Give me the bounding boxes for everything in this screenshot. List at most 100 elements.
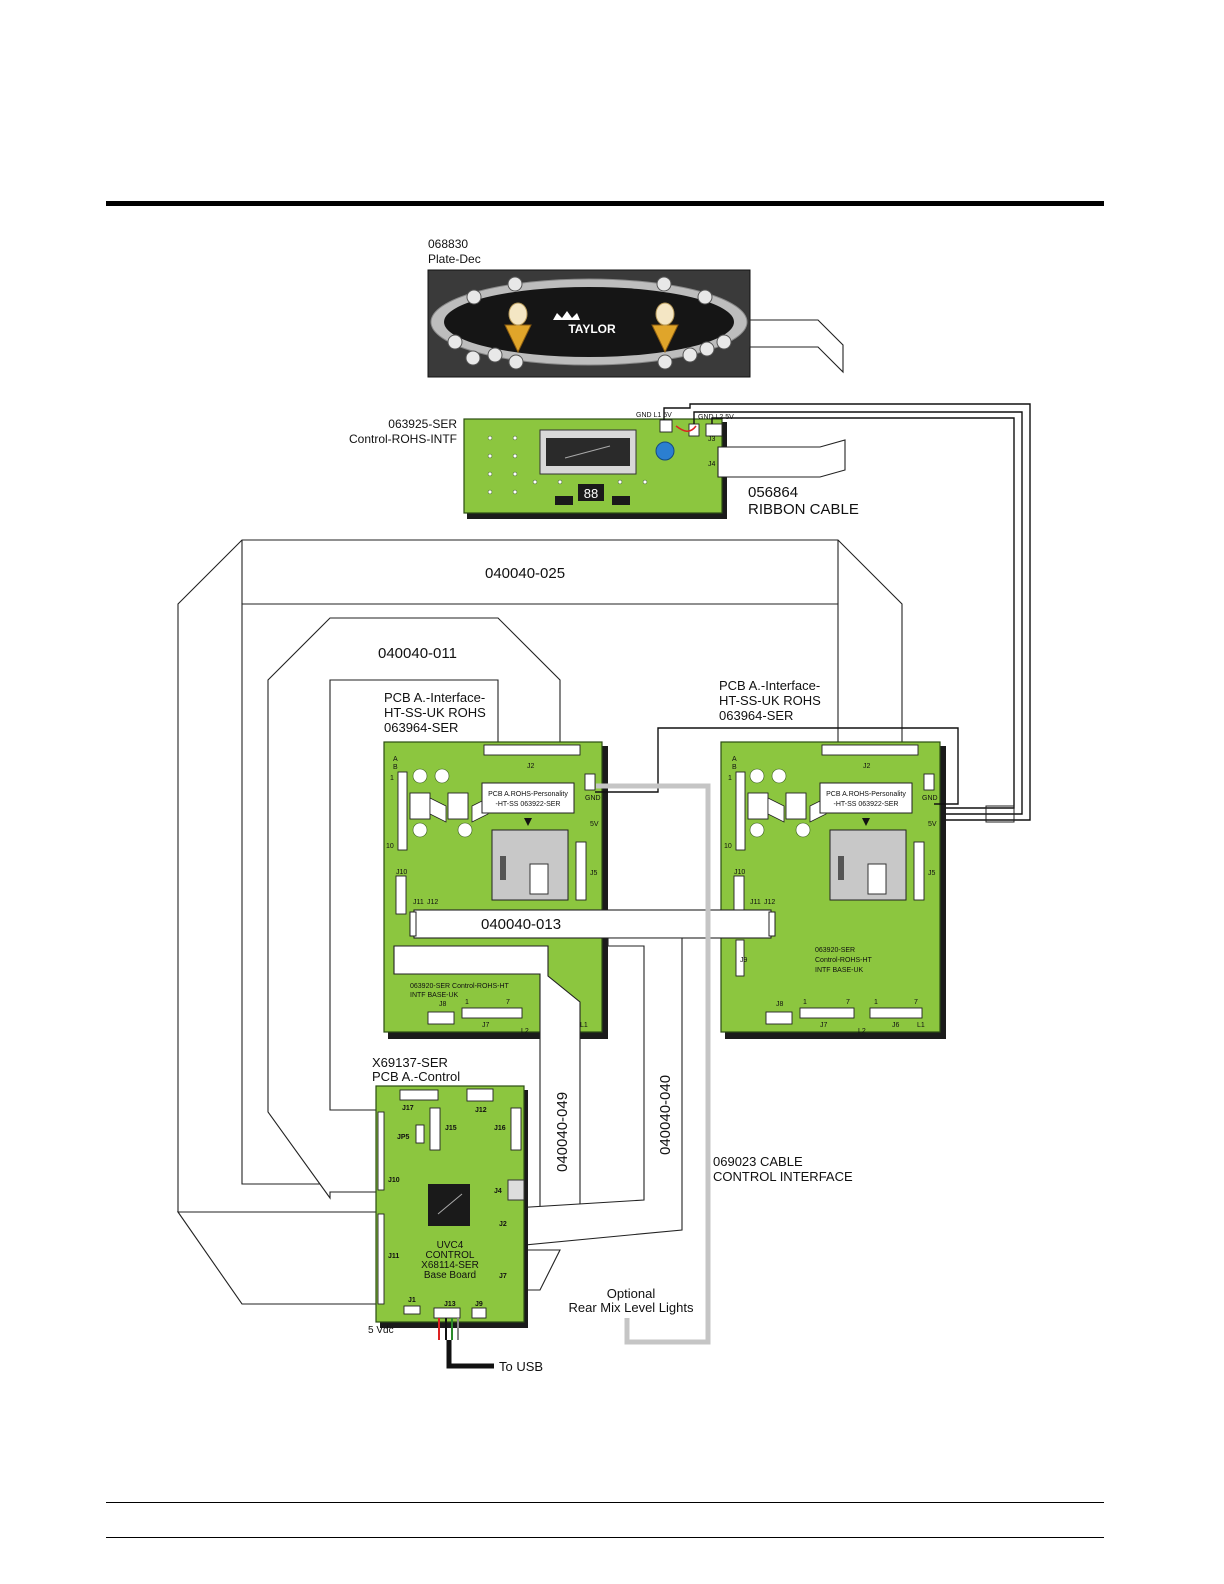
svg-text:J13: J13: [444, 1301, 456, 1308]
cable-011-label: 040040-011: [378, 645, 457, 662]
control-part-number: X69137-SER: [372, 1055, 448, 1070]
pcb-right-label-2: HT-SS-UK ROHS: [719, 693, 821, 708]
svg-text:J3: J3: [708, 436, 716, 443]
ribbon-name: RIBBON CABLE: [748, 501, 859, 518]
svg-text:J8: J8: [776, 1001, 784, 1008]
pcb-right-label-3: 063964-SER: [719, 708, 793, 723]
svg-text:J17: J17: [402, 1105, 414, 1112]
pcb-link-wire: [595, 727, 959, 805]
ribbon-cable-056864: [717, 439, 846, 478]
control-name: PCB A.-Control: [372, 1069, 460, 1084]
pcb-left-label-2: HT-SS-UK ROHS: [384, 705, 486, 720]
svg-text:J12: J12: [475, 1107, 487, 1114]
svg-text:J9: J9: [740, 957, 748, 964]
svg-text:J12: J12: [427, 899, 438, 906]
personality-chip-left: [481, 782, 575, 814]
stop-left-icon[interactable]: [465, 350, 481, 366]
svg-text:GND L1 5V: GND L1 5V: [636, 412, 672, 419]
svg-text:J7: J7: [820, 1022, 828, 1029]
svg-text:10: 10: [724, 843, 732, 850]
header-rule: [106, 201, 1104, 206]
svg-text:88: 88: [584, 486, 598, 501]
brush-right-icon[interactable]: [699, 341, 715, 357]
svg-text:1: 1: [874, 999, 878, 1006]
svg-text:J2: J2: [863, 763, 871, 770]
svg-text:J4: J4: [494, 1188, 502, 1195]
home-left-icon[interactable]: [466, 289, 482, 305]
svg-text:1: 1: [390, 775, 394, 782]
svg-text:7: 7: [846, 999, 850, 1006]
pcb-interface-left: J2 A B 1 10 PCB A.ROHS-Personality -HT-S…: [383, 741, 608, 1039]
cable-025-label: 040040-025: [485, 565, 565, 582]
svg-text:INTF BASE-UK: INTF BASE-UK: [410, 992, 459, 999]
interface-wire-harness: [663, 403, 1031, 823]
svg-text:B: B: [732, 764, 737, 771]
svg-text:J8: J8: [439, 1001, 447, 1008]
stop-right-icon[interactable]: [716, 334, 732, 350]
cable-040040-011: [267, 617, 561, 1200]
cable-040-label: 040040-040: [657, 1075, 674, 1155]
footer-rule-lower: [106, 1537, 1104, 1538]
usb-cable: [438, 1318, 494, 1369]
rear-mix-label: Rear Mix Level Lights: [569, 1300, 694, 1315]
taylor-brand: TAYLOR: [568, 322, 616, 336]
svg-text:A: A: [732, 756, 737, 763]
plate-dec: TAYLOR: [427, 269, 751, 378]
pcb-right-label-1: PCB A.-Interface-: [719, 678, 820, 693]
svg-text:J9: J9: [475, 1301, 483, 1308]
svg-text:JP5: JP5: [397, 1134, 410, 1141]
snowflake-left-icon[interactable]: [507, 276, 523, 292]
svg-text:J7: J7: [499, 1273, 507, 1280]
plate-name: Plate-Dec: [428, 252, 481, 266]
svg-text:063920-SER: 063920-SER: [815, 947, 855, 954]
svg-text:J11: J11: [388, 1253, 399, 1260]
arrow-down-icon[interactable]: [508, 354, 524, 370]
pcb-interface-right: J2 A B 1 10 PCB A.ROHS-Personality -HT-S…: [720, 741, 946, 1039]
svg-text:J11: J11: [413, 899, 424, 906]
svg-text:J2: J2: [499, 1221, 507, 1228]
buzzer-icon: [655, 441, 675, 461]
svg-text:CONTROL: CONTROL: [426, 1250, 475, 1261]
wash-left-icon[interactable]: [447, 334, 463, 350]
footer-rule-upper: [106, 1502, 1104, 1503]
wash-right-icon[interactable]: [682, 347, 698, 363]
svg-text:UVC4: UVC4: [437, 1240, 464, 1251]
crown-logo-icon: [553, 311, 580, 320]
arrow-up-icon[interactable]: [487, 347, 503, 363]
svg-text:PCB A.ROHS-Personality: PCB A.ROHS-Personality: [826, 791, 906, 798]
interface-board: 88 GND L1 5V GND L2 5V J3 J4: [463, 412, 734, 519]
svg-text:7: 7: [506, 999, 510, 1006]
cable-069023: [596, 783, 711, 1345]
svg-text:J6: J6: [892, 1022, 900, 1029]
svg-text:J1: J1: [408, 1297, 416, 1304]
svg-text:GND: GND: [585, 795, 601, 802]
personality-chip-right: [819, 782, 913, 814]
pcb-left-label-1: PCB A.-Interface-: [384, 690, 485, 705]
right-cone-icon: [651, 302, 679, 354]
svg-text:7: 7: [914, 999, 918, 1006]
svg-text:B: B: [393, 764, 398, 771]
svg-text:J2: J2: [527, 763, 535, 770]
svg-text:5V: 5V: [590, 821, 599, 828]
svg-text:L2: L2: [858, 1028, 866, 1035]
snowflake-right-icon[interactable]: [656, 276, 672, 292]
plate-ribbon-tail: [749, 319, 844, 374]
svg-text:J4: J4: [708, 461, 716, 468]
control-board: J17 J12 J15 J16 JP5 J10 J11 J4 J2 J7 UVC…: [375, 1085, 528, 1328]
interface-part-number: 063925-SER: [388, 417, 457, 431]
svg-text:063920-SER Control-ROHS-HT: 063920-SER Control-ROHS-HT: [410, 983, 510, 990]
svg-text:Control-ROHS-HT: Control-ROHS-HT: [815, 957, 873, 964]
vdc-label: 5 Vdc: [368, 1325, 394, 1336]
svg-text:1: 1: [728, 775, 732, 782]
seven-segment-display: [578, 484, 604, 501]
sel-button-icon[interactable]: [657, 354, 673, 370]
svg-text:5V: 5V: [928, 821, 937, 828]
svg-text:J12: J12: [764, 899, 775, 906]
interface-cable-name: CONTROL INTERFACE: [713, 1169, 853, 1184]
svg-text:1: 1: [465, 999, 469, 1006]
cable-040040-013: [409, 909, 776, 939]
home-right-icon[interactable]: [697, 289, 713, 305]
svg-text:GND: GND: [922, 795, 938, 802]
svg-text:J5: J5: [590, 870, 598, 877]
svg-text:J10: J10: [734, 869, 745, 876]
